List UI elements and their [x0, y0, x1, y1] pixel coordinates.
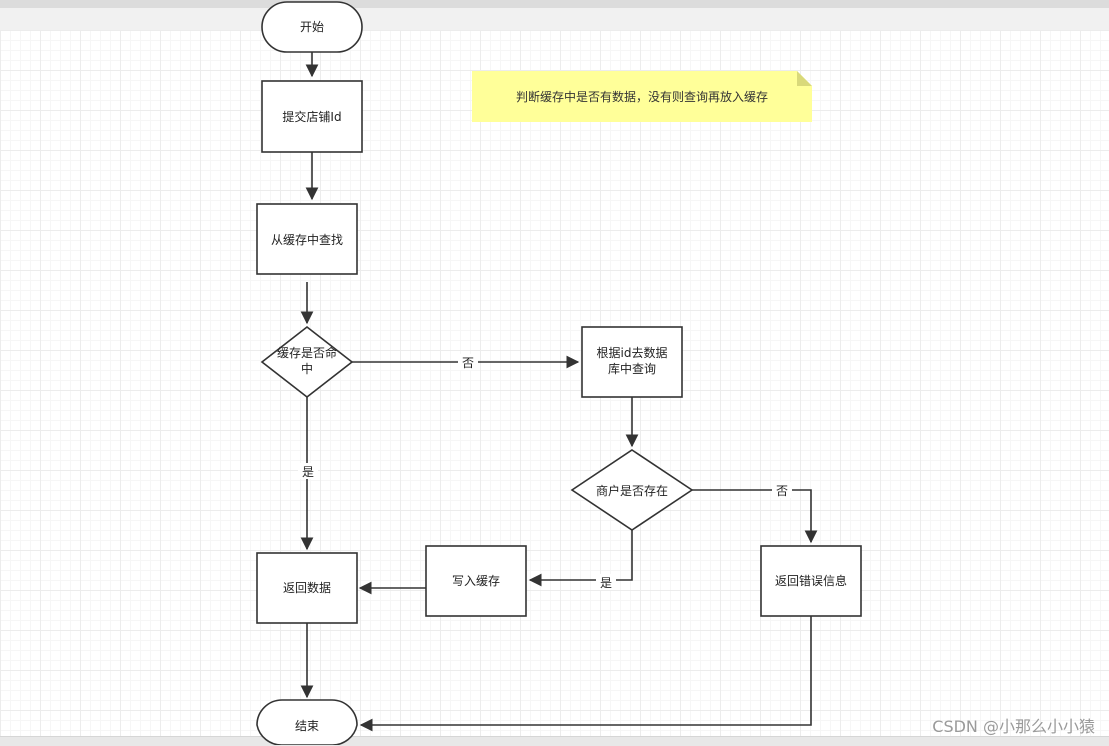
terminator-shape [256, 699, 358, 745]
watermark: CSDN @小那么小小猿 [932, 717, 1095, 736]
cache-hit-label-2: 中 [301, 361, 313, 376]
process-shape [261, 80, 363, 153]
db-query-label-2: 库中查询 [608, 361, 656, 376]
edge-label-shop-no: 否 [776, 484, 788, 498]
node-end[interactable]: 结束 [256, 699, 358, 745]
decision-shape [260, 325, 354, 399]
node-return-data[interactable]: 返回数据 [256, 552, 358, 624]
decision-shape [570, 449, 694, 531]
process-shape [760, 545, 862, 617]
process-shape [256, 552, 358, 624]
node-start[interactable]: 开始 [261, 1, 363, 53]
edge-label-bg [298, 463, 318, 479]
edge-shop-not-exists[interactable] [692, 489, 818, 544]
write-cache-label: 写入缓存 [452, 574, 500, 588]
note-fold-corner [797, 71, 812, 86]
return-error-label: 返回错误信息 [775, 573, 847, 588]
edge-labels: 否 是 否 是 [298, 354, 792, 590]
edge-label-bg [458, 354, 478, 370]
cache-lookup-label: 从缓存中查找 [271, 232, 343, 247]
annotation-note[interactable]: 判断缓存中是否有数据，没有则查询再放入缓存 [472, 71, 812, 122]
node-cache-lookup[interactable]: 从缓存中查找 [256, 203, 358, 275]
node-submit-shop-id[interactable]: 提交店铺Id [261, 80, 363, 153]
note-shape [472, 71, 812, 122]
toolbar-stripe [0, 0, 1109, 8]
end-label: 结束 [295, 719, 319, 733]
node-shop-exists-decision[interactable]: 商户是否存在 [570, 449, 694, 531]
note-text: 判断缓存中是否有数据，没有则查询再放入缓存 [516, 89, 768, 104]
diagram-canvas[interactable] [0, 30, 1109, 736]
edge-label-cache-miss: 否 [462, 356, 474, 370]
bottom-scrollbar[interactable] [0, 736, 1109, 746]
terminator-shape [261, 1, 363, 53]
node-write-cache[interactable]: 写入缓存 [425, 545, 527, 617]
node-db-query[interactable]: 根据id去数据 库中查询 [581, 326, 683, 398]
node-return-error[interactable]: 返回错误信息 [760, 545, 862, 617]
edge-label-bg [772, 482, 792, 498]
edges [300, 52, 818, 732]
edge-label-cache-hit: 是 [302, 465, 314, 479]
node-cache-hit-decision[interactable]: 缓存是否命 中 [260, 325, 354, 399]
edge-shop-exists[interactable] [528, 530, 633, 587]
cache-hit-label-1: 缓存是否命 [277, 345, 337, 360]
submit-label: 提交店铺Id [282, 109, 341, 124]
edge-label-bg [596, 574, 616, 590]
edge-label-shop-yes: 是 [600, 576, 612, 590]
start-label: 开始 [300, 20, 324, 34]
process-shape [425, 545, 527, 617]
shop-exists-label: 商户是否存在 [596, 483, 668, 498]
process-shape [256, 203, 358, 275]
process-shape [581, 326, 683, 398]
return-data-label: 返回数据 [283, 580, 331, 595]
db-query-label-1: 根据id去数据 [597, 345, 668, 360]
edge-error-to-end[interactable] [359, 616, 812, 732]
